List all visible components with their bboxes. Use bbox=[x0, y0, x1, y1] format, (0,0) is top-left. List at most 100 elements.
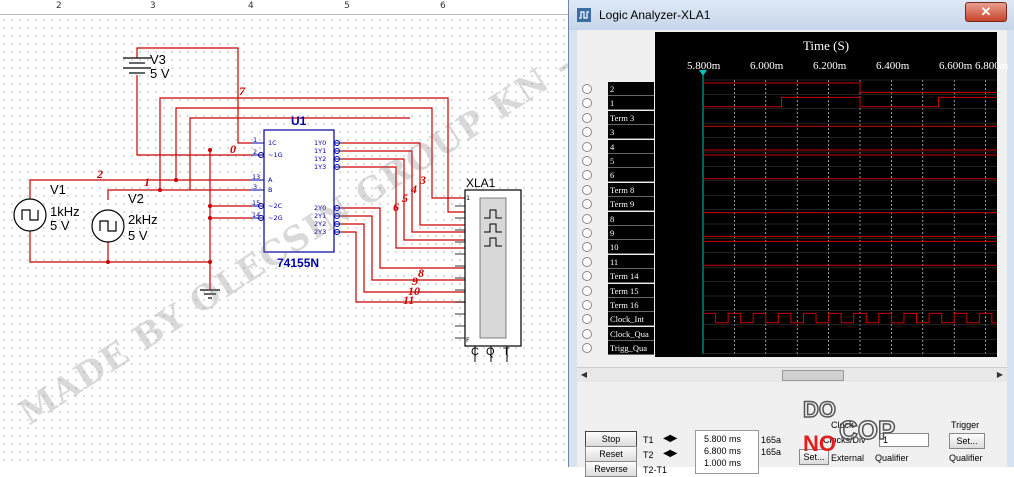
channel-radio[interactable] bbox=[582, 328, 592, 339]
window-titlebar[interactable]: Logic Analyzer-XLA1 ✕ bbox=[569, 0, 1014, 30]
time-tick: 6.600m bbox=[939, 60, 973, 72]
channel-name: 6 bbox=[608, 168, 654, 183]
stop-button[interactable]: Stop bbox=[585, 431, 637, 447]
xla1-pin-q: Q bbox=[486, 346, 495, 358]
channel-radio[interactable] bbox=[582, 199, 592, 210]
ruler-tick: 2 bbox=[56, 1, 62, 11]
channel-radio[interactable] bbox=[582, 300, 592, 310]
signal-trace bbox=[703, 312, 997, 324]
channel-name: Clock_Qua bbox=[608, 326, 654, 341]
t2-label: T2 bbox=[643, 450, 654, 460]
channel-row: 6 bbox=[577, 168, 655, 183]
time-axis-title: Time (S) bbox=[802, 38, 850, 53]
channel-row: Term 14 bbox=[577, 269, 655, 284]
scroll-thumb[interactable] bbox=[782, 370, 844, 381]
channel-name: Term 15 bbox=[608, 283, 654, 298]
u1-pin-label: 1Y0 bbox=[314, 139, 327, 147]
channel-row: 9 bbox=[577, 226, 655, 240]
channel-row: Term 3 bbox=[577, 110, 655, 125]
ruler-tick: 6 bbox=[440, 1, 446, 11]
top-ruler: 2 3 4 5 6 bbox=[0, 0, 568, 15]
channel-radio[interactable] bbox=[582, 127, 592, 138]
u1-pin-label: 1C bbox=[268, 139, 277, 147]
scroll-right-icon[interactable]: ▶ bbox=[996, 370, 1004, 379]
t2-arrow-icons[interactable]: ◀▶ bbox=[663, 448, 677, 459]
v2-value: 5 V bbox=[128, 228, 148, 243]
window-title: Logic Analyzer-XLA1 bbox=[599, 8, 711, 22]
channel-radio[interactable] bbox=[582, 285, 592, 296]
xla1-pinF: F bbox=[466, 336, 470, 344]
v1-value: 5 V bbox=[50, 218, 70, 233]
u1-pin-label: 1Y2 bbox=[314, 155, 327, 163]
trigger-set-button[interactable]: Set... bbox=[949, 433, 985, 449]
channel-radio[interactable] bbox=[582, 314, 592, 325]
external-label: External bbox=[831, 453, 865, 463]
channel-radio[interactable] bbox=[582, 228, 592, 238]
t1-extra: 165a bbox=[761, 435, 782, 445]
channel-name: 10 bbox=[608, 240, 654, 255]
channel-radio[interactable] bbox=[582, 256, 592, 267]
channel-radio[interactable] bbox=[582, 98, 592, 109]
channel-name: 9 bbox=[608, 226, 654, 240]
reset-button[interactable]: Reset bbox=[585, 446, 637, 462]
close-button[interactable]: ✕ bbox=[965, 2, 1007, 22]
signal-trace bbox=[703, 96, 997, 108]
channel-name: Clock_Int bbox=[608, 312, 654, 327]
channel-radio[interactable] bbox=[582, 141, 592, 152]
channel-name: Trigg_Qua bbox=[608, 341, 654, 356]
net-label: 4 bbox=[411, 182, 417, 196]
t2-extra: 165a bbox=[761, 447, 782, 457]
channel-radio[interactable] bbox=[582, 343, 592, 354]
logo-text-no: NO bbox=[803, 431, 836, 456]
time-tick: 6.800m bbox=[975, 60, 1009, 72]
channel-row: Term 9 bbox=[577, 197, 655, 212]
t1-arrow-icons[interactable]: ◀▶ bbox=[663, 433, 677, 444]
u1-pin-num: 15 bbox=[252, 199, 261, 207]
net-label: 0 bbox=[230, 142, 236, 156]
channel-radio[interactable] bbox=[582, 170, 592, 181]
waveform-display[interactable]: Time (S) 5.800m 6.000m 6.200m 6.400m 6.6… bbox=[655, 32, 1008, 357]
v1-label: V1 bbox=[50, 182, 66, 197]
u1-pin-num: 2 bbox=[253, 148, 258, 156]
net-label: 2 bbox=[97, 167, 103, 181]
channel-radio[interactable] bbox=[582, 213, 592, 224]
u1-pin-label: 1Y3 bbox=[314, 163, 327, 171]
net-label: 10 bbox=[408, 284, 420, 298]
channel-radio[interactable] bbox=[582, 156, 592, 166]
v3-value: 5 V bbox=[150, 66, 170, 81]
v1-freq: 1kHz bbox=[50, 204, 80, 219]
xla1-pin-c: C bbox=[471, 346, 479, 358]
clock-group-title: Clock bbox=[831, 420, 854, 430]
net-label: 11 bbox=[403, 293, 415, 307]
channel-name: Term 14 bbox=[608, 269, 654, 284]
channel-radio[interactable] bbox=[582, 112, 592, 123]
channel-row: 2 bbox=[577, 82, 655, 96]
logo-text-do: DO bbox=[803, 397, 836, 422]
horizontal-scrollbar[interactable]: ◀ ▶ bbox=[577, 367, 1007, 382]
channel-name: 4 bbox=[608, 139, 654, 154]
schematic-wiring bbox=[13, 47, 522, 362]
u1-pin-num: 14 bbox=[252, 211, 261, 219]
u1-pin-label: ~1G bbox=[268, 151, 283, 159]
u1-pin-label: ~2G bbox=[268, 214, 283, 222]
u1-pin-label: 2Y1 bbox=[314, 212, 327, 220]
t2-value: 6.800 ms bbox=[704, 446, 742, 456]
reverse-button[interactable]: Reverse bbox=[585, 461, 637, 477]
u1-pin-label: A bbox=[268, 176, 273, 184]
clock-set-button[interactable]: Set... bbox=[799, 449, 829, 465]
schematic-canvas[interactable]: 2 3 4 5 6 bbox=[0, 0, 633, 467]
channel-radio[interactable] bbox=[582, 184, 592, 195]
channel-radio[interactable] bbox=[582, 242, 592, 253]
channel-radio[interactable] bbox=[582, 84, 592, 94]
u1-pin-label: 2Y2 bbox=[314, 220, 327, 228]
u1-pin-label: 2Y3 bbox=[314, 228, 327, 236]
scroll-left-icon[interactable]: ◀ bbox=[580, 370, 588, 379]
channel-row: 8 bbox=[577, 211, 655, 226]
clocks-per-div-input[interactable]: 1 bbox=[879, 433, 929, 447]
logo-text-cop: COP bbox=[839, 415, 895, 445]
channel-name: 2 bbox=[608, 82, 654, 96]
channel-radio[interactable] bbox=[582, 271, 592, 282]
time-tick: 6.200m bbox=[813, 60, 847, 72]
